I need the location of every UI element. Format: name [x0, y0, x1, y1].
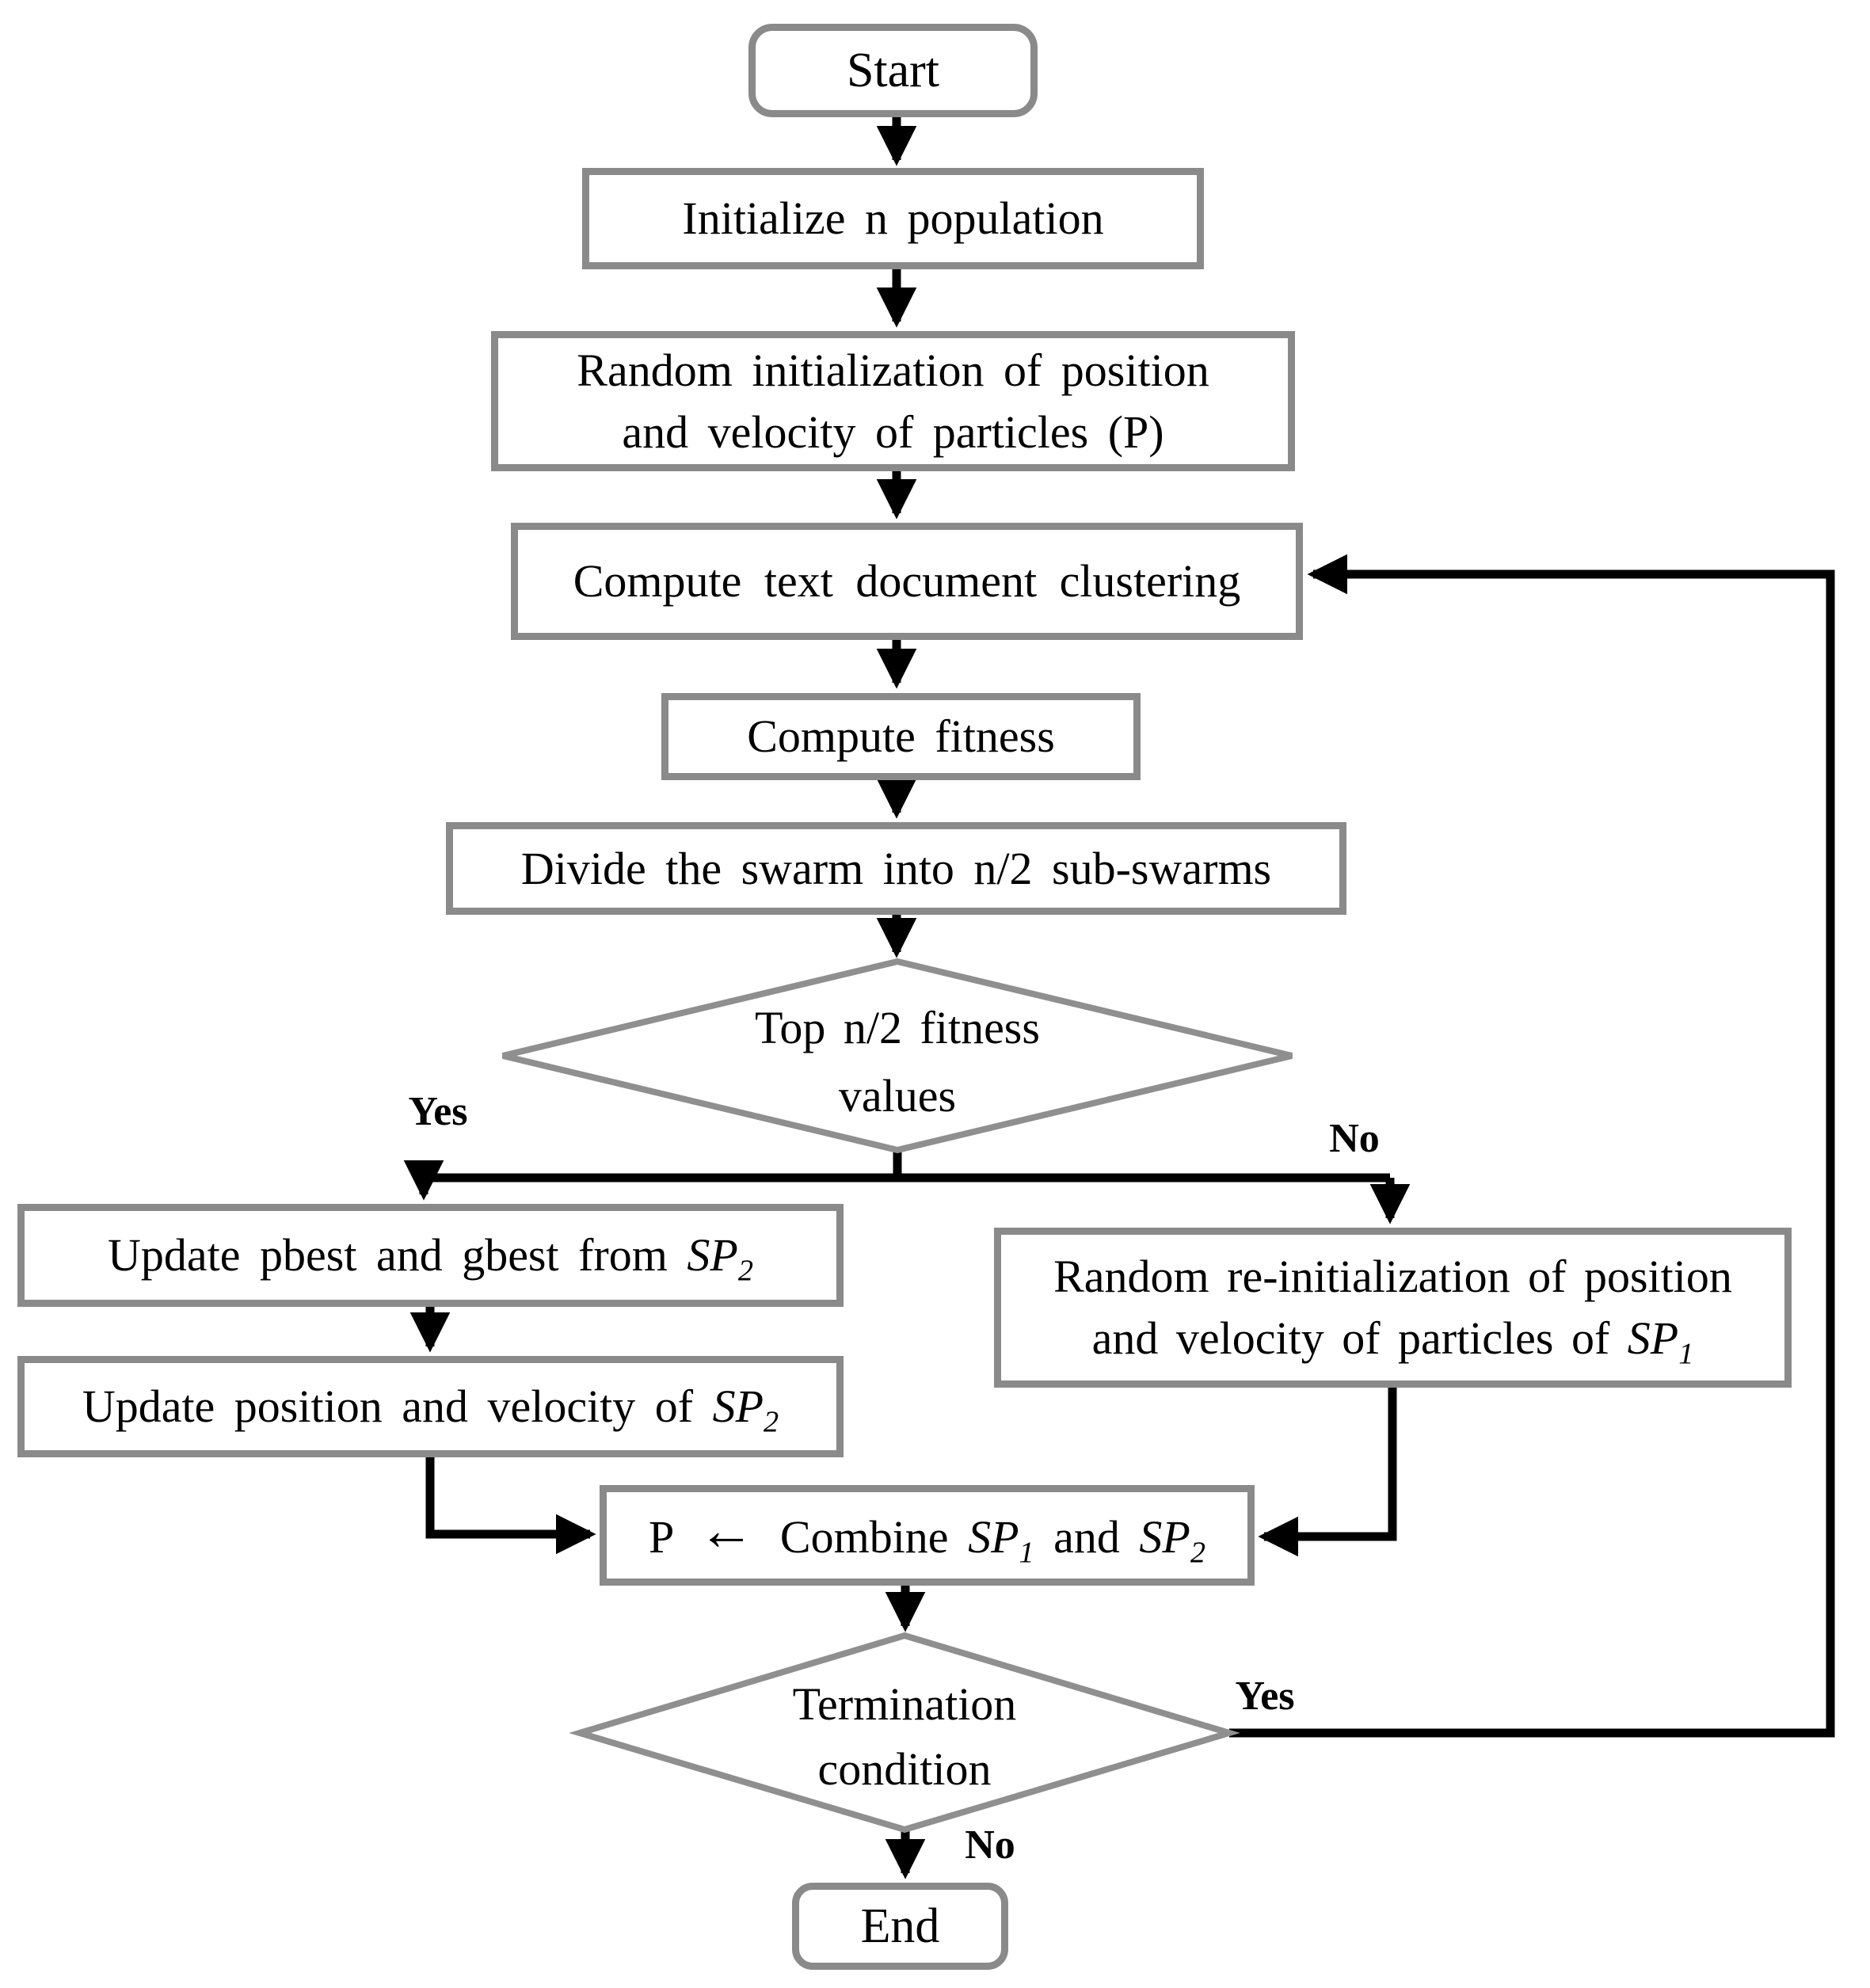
- node-update-position-velocity: Update position and velocity of SP2: [17, 1356, 844, 1457]
- clustering-label: Compute text document clustering: [573, 555, 1241, 607]
- update-position-label: Update position and velocity of SP2: [82, 1381, 779, 1439]
- termination-line1: Termination: [792, 1678, 1017, 1730]
- edge-termination-yes-loop: [1229, 554, 1835, 1738]
- initialize-label: Initialize n population: [682, 192, 1104, 244]
- node-compute-fitness: Compute fitness: [661, 693, 1141, 780]
- node-update-pbest-gbest: Update pbest and gbest from SP2: [17, 1204, 844, 1307]
- top-fitness-line2: values: [838, 1070, 957, 1122]
- node-combine: P ← Combine SP1 and SP2: [600, 1485, 1255, 1586]
- node-start: Start: [748, 24, 1038, 117]
- node-initialize-population: Initialize n population: [582, 168, 1204, 269]
- reinitialize-line2: and velocity of particles of SP1: [1091, 1312, 1694, 1371]
- decision-termination-diamond: [569, 1632, 1240, 1834]
- node-decision-top-fitness-label: Top n/2 fitness values: [699, 988, 1095, 1136]
- divide-label: Divide the swarm into n/2 sub-swarms: [520, 842, 1272, 894]
- edge-label-no-top: No: [1329, 1116, 1380, 1161]
- node-divide-swarm: Divide the swarm into n/2 sub-swarms: [446, 822, 1346, 915]
- edge-label-yes-termination: Yes: [1235, 1674, 1295, 1719]
- random-init-line2: and velocity of particles (P): [622, 406, 1164, 458]
- node-random-reinitialization: Random re-initialization of position and…: [994, 1228, 1792, 1388]
- random-init-line1: Random initialization of position: [577, 344, 1209, 396]
- node-end: End: [792, 1883, 1008, 1970]
- node-compute-clustering: Compute text document clustering: [511, 523, 1303, 640]
- edge-reinitialize-combine: [1258, 1388, 1397, 1557]
- fitness-label: Compute fitness: [747, 710, 1055, 762]
- reinitialize-line1: Random re-initialization of position: [1053, 1251, 1732, 1302]
- combine-label: P ← Combine SP1 and SP2: [649, 1499, 1205, 1570]
- edge-decision-split: [424, 1148, 1390, 1183]
- node-random-initialization: Random initialization of position and ve…: [491, 331, 1295, 471]
- edge-label-no-termination: No: [965, 1822, 1015, 1868]
- end-label: End: [860, 1899, 940, 1953]
- edge-update-position-combine: [425, 1457, 596, 1555]
- edge-label-yes-top: Yes: [408, 1089, 468, 1134]
- update-best-label: Update pbest and gbest from SP2: [108, 1229, 753, 1288]
- start-label: Start: [846, 44, 940, 97]
- top-fitness-line1: Top n/2 fitness: [755, 1002, 1040, 1053]
- node-decision-termination-label: Termination condition: [706, 1671, 1103, 1803]
- decision-top-fitness-diamond: [502, 958, 1293, 1154]
- termination-line2: condition: [817, 1743, 992, 1795]
